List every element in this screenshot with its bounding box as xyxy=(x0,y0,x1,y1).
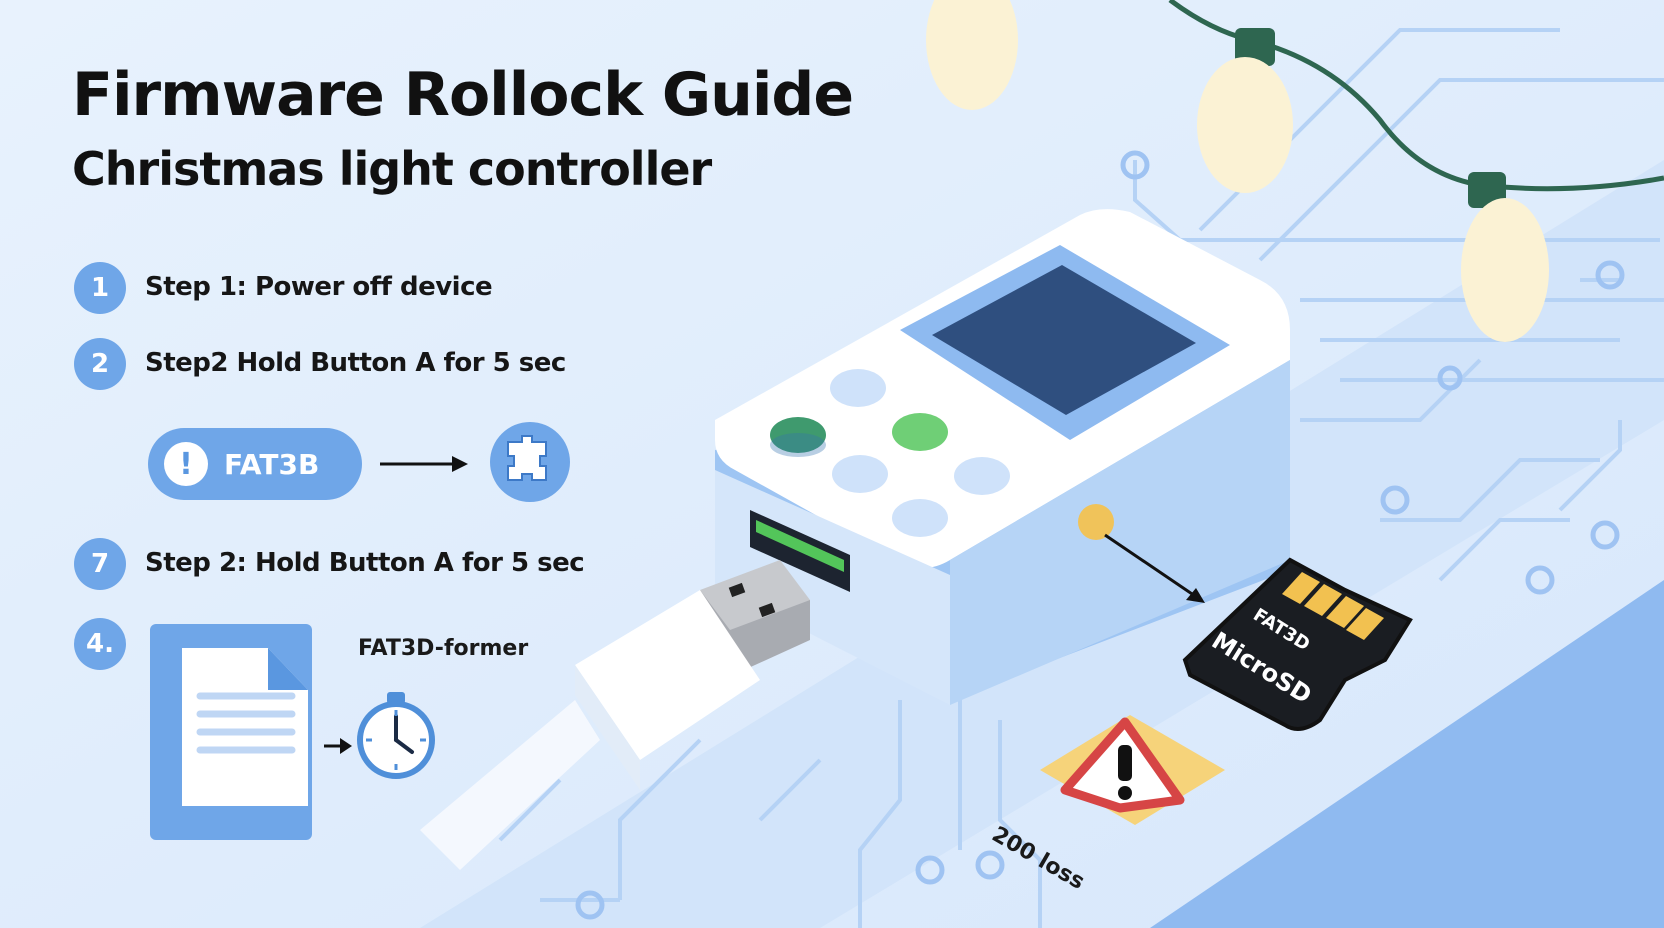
step-badge-4: 4. xyxy=(74,618,126,670)
microsd-card-icon: FAT3D MicroSD xyxy=(1182,557,1413,731)
controller-device xyxy=(715,209,1290,705)
led-bulb-icon xyxy=(1461,172,1549,342)
step-label-3: Step 2: Hold Button A for 5 sec xyxy=(145,548,585,578)
circuit-pads xyxy=(575,150,1625,920)
usb-plug-icon xyxy=(420,560,810,870)
document-icon xyxy=(150,624,312,840)
page-title: Firmware Rollock Guide xyxy=(72,60,854,130)
step-badge-3: 7 xyxy=(74,538,126,590)
step-badge-1: 1 xyxy=(74,262,126,314)
step-label-1: Step 1: Power off device xyxy=(145,272,493,302)
arrow-right-icon xyxy=(324,738,352,754)
warning-icon xyxy=(1040,715,1225,825)
former-label: FAT3D-former xyxy=(358,636,529,661)
arrow-right-icon xyxy=(1104,533,1205,603)
led-bulb-icon xyxy=(926,0,1018,110)
step-label-2: Step2 Hold Button A for 5 sec xyxy=(145,348,566,378)
led-bulb-icon xyxy=(1197,28,1293,193)
stopwatch-icon xyxy=(357,692,435,779)
alert-icon: ! xyxy=(164,442,208,486)
page-subtitle: Christmas light controller xyxy=(72,142,712,196)
step-badge-2: 2 xyxy=(74,338,126,390)
format-pill: ! FAT3B xyxy=(148,428,362,500)
corner-band xyxy=(1150,580,1664,928)
puzzle-icon xyxy=(490,422,570,502)
arrow-right-icon xyxy=(380,456,468,472)
format-pill-label: FAT3B xyxy=(224,447,320,481)
